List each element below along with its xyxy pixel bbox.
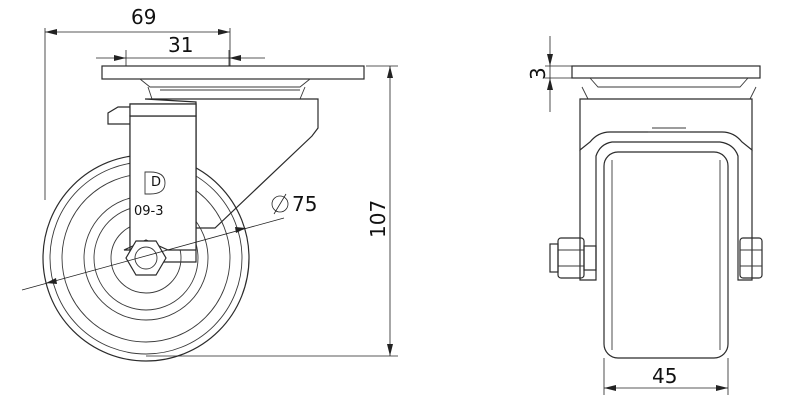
side-view: D 09-3 75 69 31 107 <box>21 5 398 362</box>
front-fork-legs <box>579 141 753 281</box>
wheel-diameter-value: 75 <box>292 192 317 216</box>
axle-nut <box>125 240 167 276</box>
hole-spacing-value: 31 <box>168 33 193 57</box>
logo: D <box>144 171 166 195</box>
front-view: 3 45 <box>526 36 763 395</box>
top-plate <box>101 65 365 80</box>
front-top-plate <box>571 65 761 79</box>
logo-letter: D <box>151 175 161 190</box>
swivel-bearing <box>147 86 306 100</box>
axle-nut-right <box>739 237 763 279</box>
front-fork-crown <box>579 98 753 152</box>
plate-thickness-value: 3 <box>526 67 550 80</box>
overall-height-value: 107 <box>366 200 390 238</box>
model-code: 09-3 <box>134 204 164 219</box>
wheel-width-value: 45 <box>652 364 677 388</box>
bearing-race <box>139 78 311 88</box>
diameter-label: 75 <box>271 192 317 216</box>
overall-width-value: 69 <box>131 5 156 29</box>
front-wheel <box>603 151 729 359</box>
axle-bolt <box>134 246 158 270</box>
front-swivel-bearing <box>581 86 757 100</box>
